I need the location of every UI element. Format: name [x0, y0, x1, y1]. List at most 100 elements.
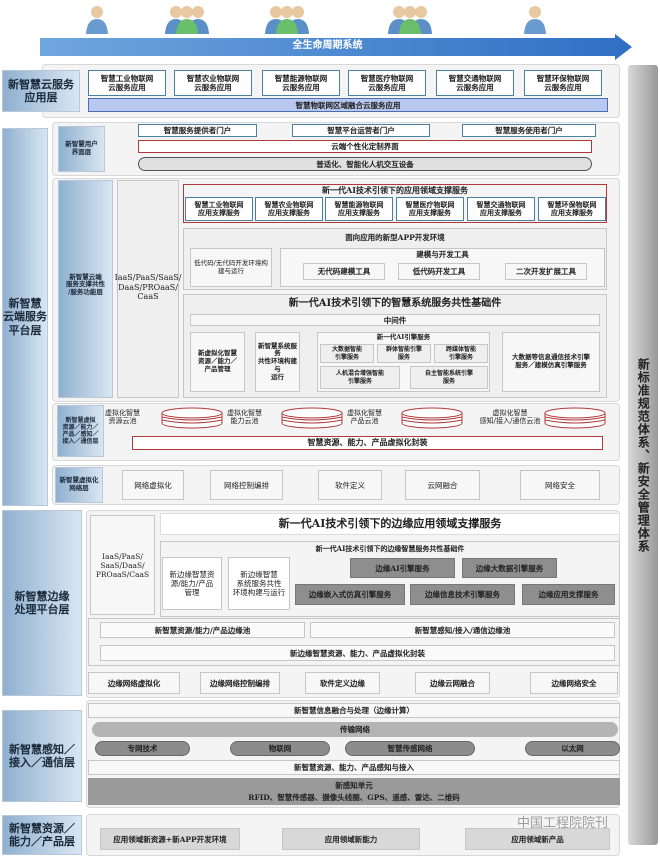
cloud-platform-label: 新智慧 云端服务 平台层 [2, 128, 48, 506]
xaas-column: IaaS/PaaS/SaaS/ DaaS/PROaaS/ CaaS [115, 180, 181, 398]
watermark: 中国工程院院刊 [516, 816, 608, 832]
edge-pool-sensing: 新智慧感知/接入/通信边缘池 [310, 622, 615, 638]
lifecycle-label: 全生命周期系统 [292, 40, 363, 51]
user-icon [524, 6, 546, 34]
portal-operator[interactable]: 智慧平台运营者门户 [292, 124, 430, 137]
domain-support-5: 智慧环保物联网 应用支撑服务 [538, 197, 606, 221]
net-iot: 物联网 [230, 741, 330, 756]
edge-app-support: 边缘应用支撑服务 [522, 584, 615, 605]
edge-net-4: 边缘网络安全 [530, 672, 618, 694]
domain-support-box [183, 184, 607, 223]
sensing-unit [88, 778, 620, 805]
edge-packaging: 新边缘智慧资源、能力、产品虚拟化封装 [100, 645, 615, 661]
tool-extension: 二次开发扩展工具 [505, 263, 587, 280]
domain-support-3: 智慧医疗物联网 应用支撑服务 [396, 197, 464, 221]
pool-label-0: 虚拟化智慧 资源云池 [105, 408, 140, 425]
edge-domain-title: 新一代AI技术引领下的边缘应用领域支撑服务 [160, 513, 620, 535]
fusion-app-bar: 智慧物联网区域融合云服务应用 [88, 98, 608, 112]
sensing-unit-items: RFID、智慧传感器、摄像头线圈、GPS、遥感、雷达、二维码 [248, 792, 460, 802]
sensing-unit-title: 新感知单元 [335, 780, 373, 790]
edge-net-3: 边缘云网融合 [415, 672, 490, 694]
edge-net-2: 软件定义边缘 [305, 672, 380, 694]
pool-label-2: 虚拟化智慧 产品云池 [347, 408, 382, 425]
cloud-app-4: 智慧交通物联网 云服务应用 [436, 70, 514, 96]
virt-mgmt: 新虚拟化智慧 资源／能力／ 产品管理 [190, 332, 245, 392]
resource-new-capability: 应用领域新能力 [282, 828, 420, 850]
net-virt-1: 网络控制编排 [210, 470, 283, 500]
resource-layer-label: 新智慧资源／ 能力／产品层 [2, 815, 82, 855]
cloud-pool-disk-icon [281, 407, 343, 429]
cloud-app-1: 智慧农业物联网 云服务应用 [174, 70, 252, 96]
cloud-pool-disk-icon [161, 407, 223, 429]
edge-xaas: IaaS/PaaS/ SaaS/DaaS/ PROaaS/CaaS [90, 515, 155, 615]
edge-env: 新边缘智慧 系统服务共性 环境构建与运行 [228, 557, 290, 610]
cloud-app-2: 智慧能源物联网 云服务应用 [262, 70, 340, 96]
edge-base-title: 新一代AI技术引领下的边缘智慧服务共性基础件 [315, 543, 465, 553]
engine-hybrid: 人机混合增强智能 引擎服务 [320, 366, 400, 389]
sensing-access: 新智慧资源、能力、产品感知与接入 [88, 760, 620, 775]
edge-mgmt: 新边缘智慧资 源/能力/产品 管理 [162, 557, 222, 610]
cloud-app-layer-label: 新智慧云服务 应用层 [2, 70, 80, 112]
edge-bigdata-engine: 边缘大数据引擎服务 [462, 558, 557, 578]
pool-label-3: 虚拟化智慧 感知/接入/通信云池 [479, 408, 541, 425]
edge-sim-engine: 边缘嵌入式仿真引擎服务 [295, 584, 405, 605]
ai-engine-title: 新一代AI引擎服务 [376, 333, 431, 342]
info-fusion: 新智慧信息融合与处理（边缘计算） [88, 703, 620, 718]
cloud-pool-disk-icon [401, 407, 463, 429]
user-group-icon [165, 6, 209, 34]
net-virt-4: 网络安全 [520, 470, 600, 500]
modeling-tools-title: 建模与开发工具 [416, 250, 469, 259]
edge-net-1: 边缘网络控制编排 [200, 672, 280, 694]
tool-lowcode: 低代码开发工具 [398, 263, 480, 280]
support-layer-label: 新智慧云端 服务支撑共性 /服务功能层 [58, 180, 113, 398]
domain-support-title: 新一代AI技术引领下的应用领域支撑服务 [322, 184, 468, 195]
standards-security-column: 新标准规范体系、新安全管理体系 [628, 65, 658, 845]
engine-autonomous: 自主智能系统引擎 服务 [410, 366, 488, 389]
net-virt-label: 新智慧虚拟化 网络层 [55, 467, 103, 503]
domain-support-1: 智慧农业物联网 应用支撑服务 [255, 197, 323, 221]
custom-interface: 云端个性化定制界面 [138, 140, 592, 153]
resource-new-resources: 应用领域新资源+新APP开发环境 [100, 828, 240, 850]
edge-it-engine: 边缘信息技术引擎服务 [410, 584, 515, 605]
lowcode-env: 低代码/无代码开发环境构 建与运行 [190, 248, 272, 287]
user-group-icon [388, 6, 432, 34]
edge-pool-resource: 新智慧资源/能力/产品边缘池 [100, 622, 305, 638]
resource-new-products: 应用领域新产品 [465, 828, 610, 850]
net-virt-0: 网络虚拟化 [122, 470, 184, 500]
cloud-app-0: 智慧工业物联网 云服务应用 [88, 70, 166, 96]
sensing-layer-label: 新智慧感知／ 接入／通信层 [2, 710, 82, 802]
net-private: 专网技术 [95, 741, 190, 756]
portal-user[interactable]: 智慧服务使用者门户 [462, 124, 596, 137]
cloud-pool-disk-icon [544, 407, 606, 429]
domain-support-0: 智慧工业物联网 应用支撑服务 [185, 197, 253, 221]
app-env-title: 面向应用的新型APP开发环境 [345, 232, 445, 242]
engine-bigdata: 大数据智能 引擎服务 [320, 344, 374, 363]
user-icon [86, 6, 108, 34]
transport-network: 传输网络 [92, 722, 618, 737]
common-base-title: 新一代AI技术引领下的智慧系统服务共性基础件 [288, 297, 502, 309]
net-virt-2: 软件定义 [318, 470, 382, 500]
edge-platform-label: 新智慧边缘 处理平台层 [2, 510, 82, 696]
portal-provider[interactable]: 智慧服务提供者门户 [138, 124, 257, 137]
edge-ai-engine: 边缘AI引擎服务 [350, 558, 455, 578]
edge-net-0: 边缘网络虚拟化 [88, 672, 180, 694]
net-sensor: 智慧传感网络 [345, 741, 475, 756]
virtual-packaging: 智慧资源、能力、产品虚拟化封装 [132, 436, 603, 450]
user-group-icon [265, 6, 309, 34]
pool-label-1: 虚拟化智慧 能力云池 [227, 408, 262, 425]
domain-support-4: 智慧交通物联网 应用支撑服务 [467, 197, 535, 221]
tool-nocode: 无代码建模工具 [303, 263, 385, 280]
virtual-layer-label: 新智慧虚拟 资源／能力／ 产品／感知／ 接入／通信层 [57, 405, 104, 457]
middleware: 中间件 [190, 314, 600, 326]
ict-engine: 大数据等信息通信技术引擎 服务／建模仿真引擎服务 [502, 332, 600, 392]
engine-crossmedia: 跨媒体智能 引擎服务 [434, 344, 488, 363]
lifecycle-arrow [40, 34, 632, 60]
cloud-app-3: 智慧医疗物联网 云服务应用 [348, 70, 426, 96]
net-ethernet: 以太网 [525, 741, 620, 756]
domain-support-2: 智慧能源物联网 应用支撑服务 [325, 197, 393, 221]
system-env: 新智慧系统服务 共性环境构建与 运行 [255, 332, 300, 392]
engine-swarm: 群体智能引擎 服务 [377, 344, 431, 363]
hci-devices: 普适化、智能化人机交互设备 [138, 157, 592, 171]
ui-layer-label: 新智慧用户 界面层 [58, 126, 105, 172]
net-virt-3: 云网融合 [405, 470, 480, 500]
